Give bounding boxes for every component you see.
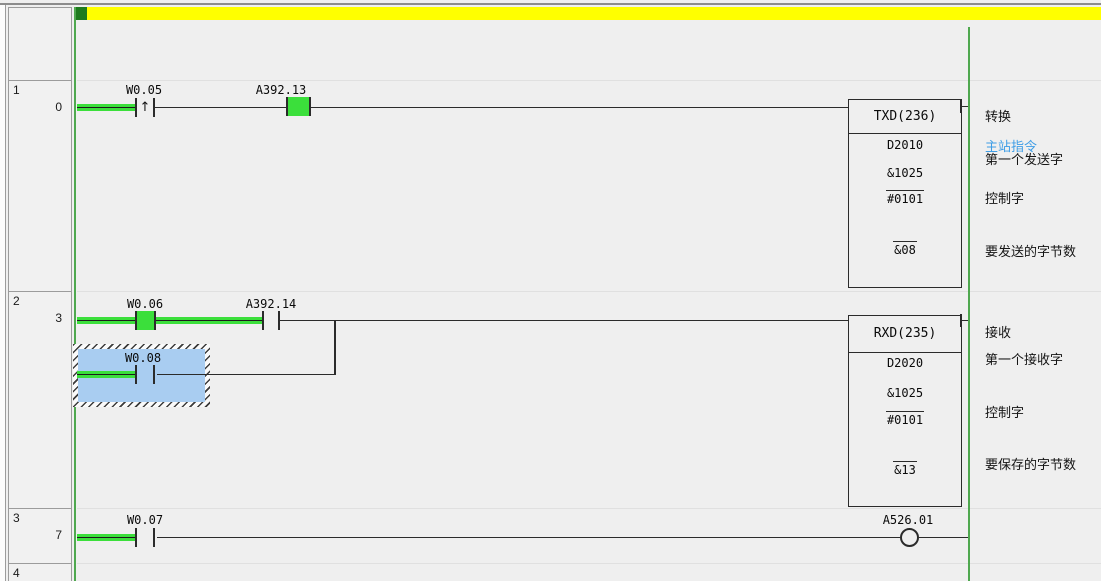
instruction-title: RXD(235) xyxy=(849,316,961,353)
coil-label-a52601[interactable]: A526.01 xyxy=(882,513,934,527)
output-coil-a52601[interactable] xyxy=(900,528,919,547)
comment-operand1: 第一个接收字 xyxy=(985,352,1064,367)
contact-label-w007[interactable]: W0.07 xyxy=(126,513,164,527)
energized-wire xyxy=(77,534,135,541)
left-pane-strip xyxy=(0,5,6,581)
contact-bar xyxy=(278,311,280,330)
wire-segment xyxy=(157,537,900,538)
comment-operand3: 要保存的字节数 xyxy=(985,457,1077,472)
energized-wire xyxy=(77,104,135,111)
contact-label-a39214[interactable]: A392.14 xyxy=(245,297,297,311)
section-start-marker xyxy=(76,7,87,20)
branch-junction-wire xyxy=(334,320,336,375)
row-separator xyxy=(77,80,1101,81)
wire-segment xyxy=(919,537,968,538)
energized-wire xyxy=(77,317,135,324)
operand-byte-count[interactable]: &08 xyxy=(893,241,917,257)
block-output-tick xyxy=(960,314,962,327)
operand-control-word[interactable]: #0101 xyxy=(885,411,925,427)
instruction-title: TXD(236) xyxy=(849,100,961,134)
rung-margin-cell-3[interactable]: 3 7 xyxy=(8,508,72,564)
contact-w008[interactable] xyxy=(135,365,155,386)
rung-margin-cell-0[interactable] xyxy=(8,7,72,81)
rung-step: 7 xyxy=(55,528,62,542)
contact-bar xyxy=(153,528,155,547)
rung-number: 4 xyxy=(13,566,20,580)
contact-bar xyxy=(154,311,156,330)
comment-symbol-name: 主站指令 xyxy=(985,139,1038,154)
energized-wire xyxy=(77,371,135,378)
top-border xyxy=(0,3,1101,5)
instruction-block-txd[interactable]: TXD(236) D2010 &1025 #0101 &08 xyxy=(848,99,962,288)
operand-monitor-value: &1025 xyxy=(886,386,924,400)
rung-number: 3 xyxy=(13,511,20,525)
left-power-rail xyxy=(74,7,76,581)
comment-operand2: 控制字 xyxy=(985,191,1025,206)
contact-label-w005[interactable]: W0.05 xyxy=(125,83,163,97)
operand-monitor-value: &1025 xyxy=(886,166,924,180)
contact-bar xyxy=(153,98,155,117)
block-output-stub xyxy=(961,320,968,321)
operand-control-word[interactable]: #0101 xyxy=(885,190,925,206)
comment-operand1: 第一个发送字 xyxy=(985,152,1064,167)
row-separator xyxy=(77,291,1101,292)
comment-operand2: 控制字 xyxy=(985,405,1025,420)
operand-first-receive-word[interactable]: D2020 xyxy=(886,356,924,370)
contact-label-w008[interactable]: W0.08 xyxy=(124,351,162,365)
rung-margin-cell-2[interactable]: 2 3 xyxy=(8,291,72,509)
row-separator xyxy=(77,508,1101,509)
block-output-stub xyxy=(961,106,968,107)
energized-wire xyxy=(156,317,262,324)
contact-on-fill xyxy=(288,97,309,116)
section-bar xyxy=(87,7,1101,20)
comment-operand3: 要发送的字节数 xyxy=(985,244,1077,259)
contact-bar xyxy=(135,311,137,330)
contact-label-a39213[interactable]: A392.13 xyxy=(255,83,307,97)
contact-w006[interactable] xyxy=(135,311,156,332)
comment-instruction: 转换 xyxy=(985,109,1012,124)
contact-bar xyxy=(262,311,264,330)
contact-a39214[interactable] xyxy=(262,311,280,332)
contact-w007[interactable] xyxy=(135,528,155,549)
right-power-rail xyxy=(968,27,970,581)
contact-bar xyxy=(309,97,311,116)
rung-number: 1 xyxy=(13,83,20,97)
contact-bar xyxy=(153,365,155,384)
contact-bar xyxy=(135,98,137,117)
contact-w005[interactable]: ↑ xyxy=(133,96,157,118)
instruction-block-rxd[interactable]: RXD(235) D2020 &1025 #0101 &13 xyxy=(848,315,962,507)
wire-segment xyxy=(280,320,848,321)
wire-segment xyxy=(157,374,336,375)
rising-edge-icon: ↑ xyxy=(139,100,151,115)
contact-label-w006[interactable]: W0.06 xyxy=(126,297,164,311)
contact-bar xyxy=(286,97,288,116)
contact-a39213[interactable] xyxy=(286,97,311,118)
rung-step: 3 xyxy=(55,311,62,325)
rung-margin-cell-4[interactable]: 4 xyxy=(8,563,72,581)
contact-bar xyxy=(135,528,137,547)
operand-byte-count[interactable]: &13 xyxy=(893,461,917,477)
contact-bar xyxy=(135,365,137,384)
rung-step: 0 xyxy=(55,100,62,114)
comment-instruction: 接收 xyxy=(985,325,1012,340)
operand-first-send-word[interactable]: D2010 xyxy=(886,138,924,152)
wire-segment xyxy=(155,107,848,108)
block-output-tick xyxy=(960,100,962,113)
rung-margin-cell-1[interactable]: 1 0 xyxy=(8,80,72,292)
rung-number: 2 xyxy=(13,294,20,308)
contact-on-fill xyxy=(137,311,154,330)
row-separator xyxy=(77,563,1101,564)
